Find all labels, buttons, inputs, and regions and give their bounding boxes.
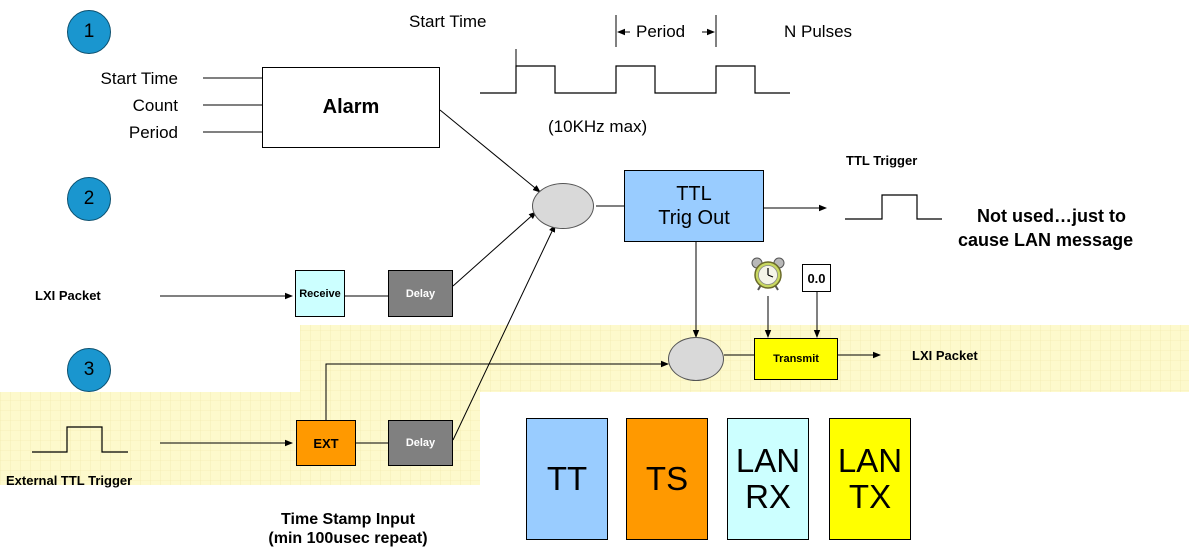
alarm-input-period: Period bbox=[128, 123, 178, 142]
legend-lan-tx: LAN TX bbox=[829, 418, 911, 540]
upper-summing-junction bbox=[532, 183, 594, 229]
receive-block: Receive bbox=[295, 270, 345, 317]
alarm-block: Alarm bbox=[262, 67, 440, 148]
receive-delay-block: Delay bbox=[388, 270, 453, 317]
pulse-count-label: N Pulses bbox=[784, 22, 853, 41]
note-line-1: Not used…just to bbox=[977, 206, 1126, 226]
timestamp-value-box: 0.0 bbox=[802, 264, 831, 292]
time-stamp-caption-line1: Time Stamp Input bbox=[281, 511, 415, 528]
external-ttl-trigger-label: External TTL Trigger bbox=[6, 473, 133, 488]
step-2-badge: 2 bbox=[67, 177, 111, 221]
step-1-badge: 1 bbox=[67, 10, 111, 54]
transmit-block: Transmit bbox=[754, 338, 838, 380]
pulse-max-rate-label: (10KHz max) bbox=[548, 117, 648, 136]
time-stamp-caption-line2: (min 100usec repeat) bbox=[268, 530, 428, 547]
pulse-period-label: Period bbox=[636, 22, 686, 41]
note-line-2: cause LAN message bbox=[958, 230, 1134, 250]
ttl-trigger-waveform bbox=[845, 194, 942, 220]
legend-tt: TT bbox=[526, 418, 608, 540]
step-3-badge: 3 bbox=[67, 348, 111, 392]
ttl-trig-out-block: TTL Trig Out bbox=[624, 170, 764, 242]
ext-block: EXT bbox=[296, 420, 356, 466]
ttl-trig-out-line1: TTL bbox=[676, 183, 712, 205]
alarm-input-count: Count bbox=[132, 96, 178, 115]
legend-ts: TS bbox=[626, 418, 708, 540]
pulse-train-waveform bbox=[480, 65, 790, 94]
ttl-trig-out-line2: Trig Out bbox=[658, 207, 730, 229]
external-trigger-waveform bbox=[32, 426, 128, 453]
pulse-start-time-label: Start Time bbox=[409, 12, 487, 31]
ttl-trigger-label: TTL Trigger bbox=[846, 153, 918, 168]
alarm-input-start-time: Start Time bbox=[100, 69, 178, 88]
alarm-clock-icon bbox=[750, 256, 786, 294]
legend-lan-rx: LAN RX bbox=[727, 418, 809, 540]
ext-delay-block: Delay bbox=[388, 420, 453, 466]
lower-summing-junction bbox=[668, 337, 724, 381]
lxi-packet-output-label: LXI Packet bbox=[912, 348, 978, 363]
lxi-packet-input-label: LXI Packet bbox=[35, 288, 101, 303]
